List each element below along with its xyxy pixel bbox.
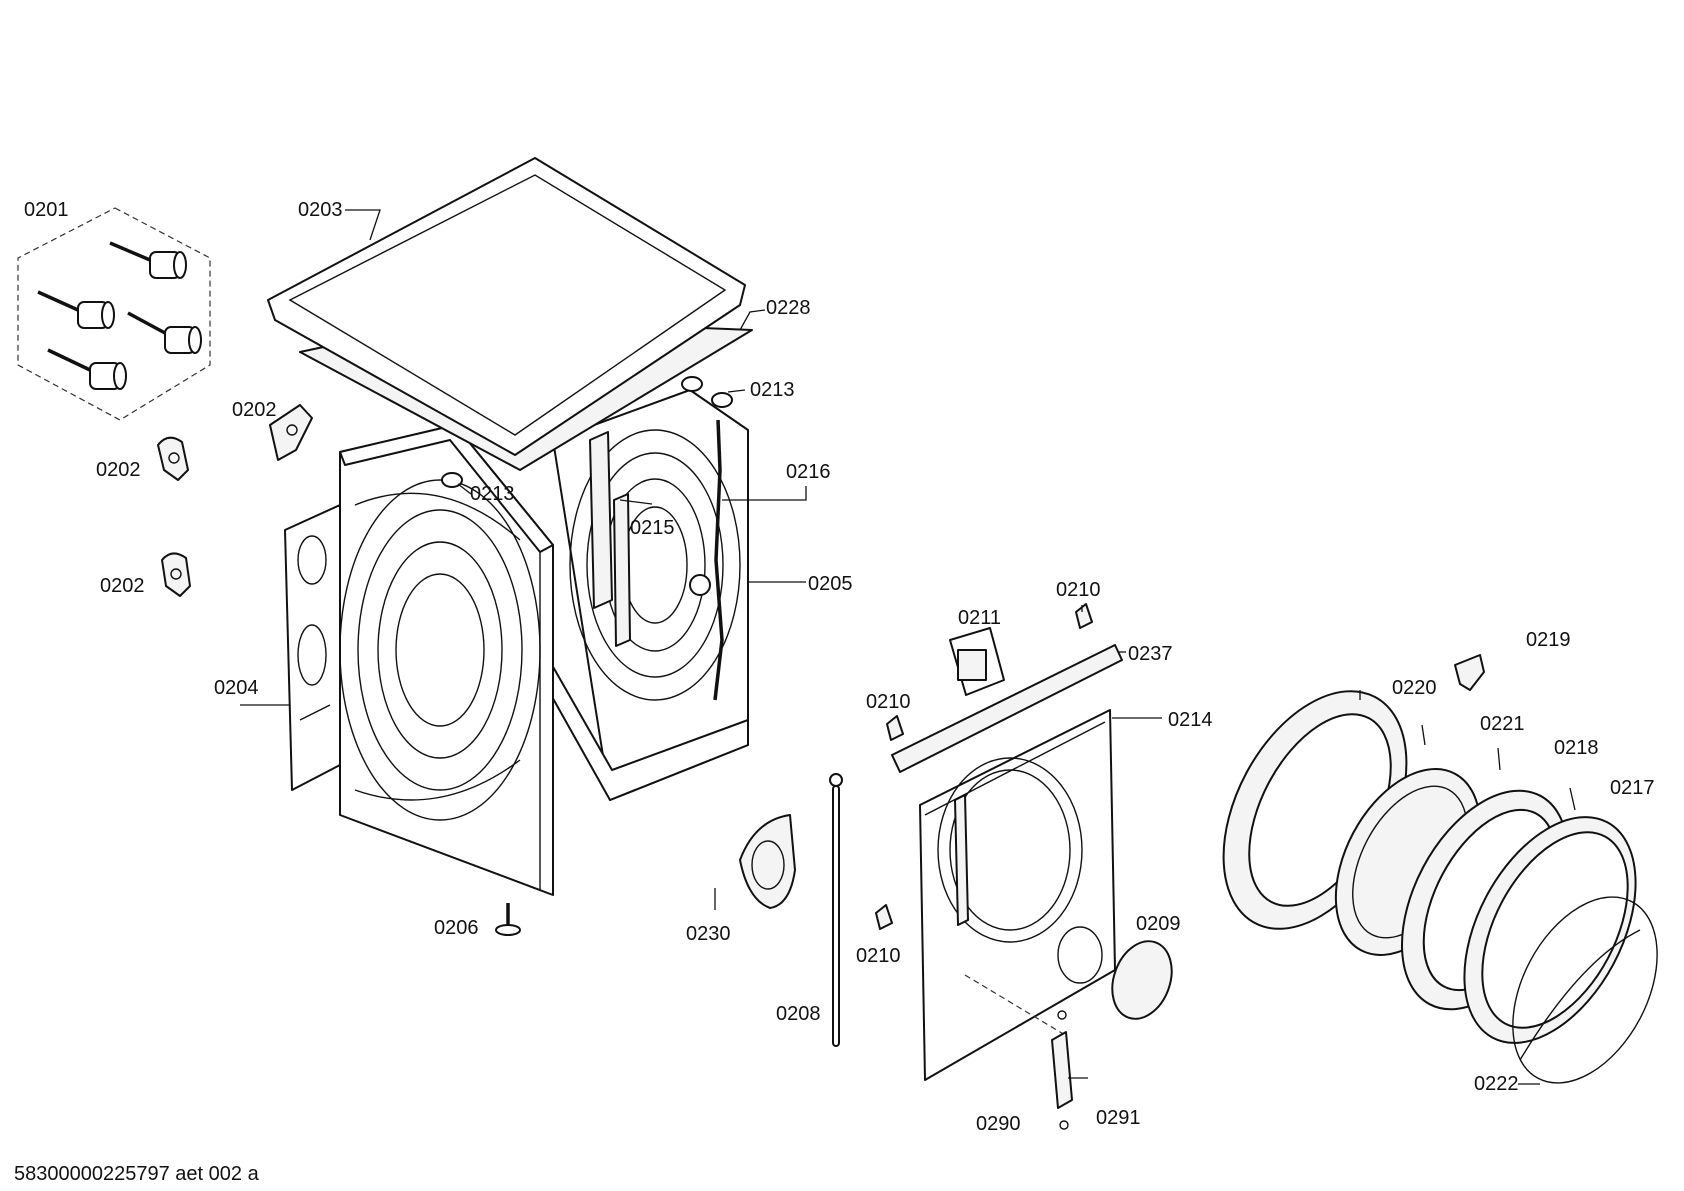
label-0204: 0204: [214, 677, 259, 699]
grommet-0213-a: [681, 376, 733, 408]
foot-part-4: [47, 348, 127, 390]
label-0211: 0211: [958, 607, 1001, 629]
feet-kit-group: [17, 207, 211, 421]
hinge-0290: [1051, 1010, 1073, 1130]
label-0217: 0217: [1610, 777, 1655, 799]
grommet-0213-b: [441, 472, 463, 488]
label-0215: 0215: [630, 517, 675, 539]
bracket-0202-b: [157, 436, 189, 481]
foot-part-2: [37, 290, 115, 329]
pump-opening: [1057, 926, 1103, 984]
leader-lines: [240, 209, 1576, 1085]
label-0221: 0221: [1480, 713, 1525, 735]
label-0205: 0205: [808, 573, 853, 595]
door-opening: [937, 757, 1083, 943]
label-0210-a: 0210: [1056, 579, 1101, 601]
label-0208: 0208: [776, 1003, 821, 1025]
label-0220: 0220: [1392, 677, 1437, 699]
side-panel-0204: [284, 504, 341, 791]
clip-0210-a: [1075, 603, 1093, 629]
foot-part-1: [109, 241, 187, 279]
kit-boundary: [17, 207, 211, 421]
label-0237: 0237: [1128, 643, 1173, 665]
door-glass-0222: [1512, 896, 1658, 1084]
label-0202-b: 0202: [96, 459, 141, 481]
cable-harness: [713, 419, 724, 701]
label-0291: 0291: [1096, 1107, 1141, 1129]
latch-0219: [1454, 654, 1485, 691]
label-0230: 0230: [686, 923, 731, 945]
label-0209: 0209: [1136, 913, 1181, 935]
label-0214: 0214: [1168, 709, 1213, 731]
foot-screw-0206: [495, 903, 521, 936]
label-0213-b: 0213: [470, 483, 515, 505]
label-0210-b: 0210: [866, 691, 911, 713]
label-0203: 0203: [298, 199, 343, 221]
document-id: 58300000225797 aet 002 a: [14, 1163, 260, 1185]
label-0222: 0222: [1474, 1073, 1519, 1095]
cabinet-0205: [339, 389, 749, 896]
module-0211: [949, 627, 1005, 696]
label-0210-c: 0210: [856, 945, 901, 967]
label-0206: 0206: [434, 917, 479, 939]
label-0201: 0201: [24, 199, 69, 221]
bracket-0202-a: [269, 404, 313, 461]
bracket-0215: [589, 431, 613, 609]
part-labels: 0201 0203 0228 0213 0213 0202 0202 0202 …: [24, 199, 1655, 1135]
pump-flap-0209: [1111, 940, 1173, 1020]
clip-0210-c: [875, 904, 893, 930]
foot-part-3: [127, 311, 202, 354]
bracket-0202-c: [161, 552, 191, 597]
label-0202-a: 0202: [232, 399, 277, 421]
clip-0210-b: [886, 715, 904, 741]
label-0219: 0219: [1526, 629, 1571, 651]
label-0213-a: 0213: [750, 379, 795, 401]
label-0202-c: 0202: [100, 575, 145, 597]
front-panel-0214: [919, 709, 1116, 1081]
label-0218: 0218: [1554, 737, 1599, 759]
label-0290: 0290: [976, 1113, 1021, 1135]
label-0228: 0228: [766, 297, 811, 319]
worktop-lid-0203: [267, 157, 746, 456]
door-ring-0217: [1463, 816, 1637, 1044]
drain-strip-0208: [829, 773, 843, 1047]
pump-cover-0230: [739, 814, 796, 909]
label-0216: 0216: [786, 461, 831, 483]
rail-0237: [891, 644, 1123, 773]
